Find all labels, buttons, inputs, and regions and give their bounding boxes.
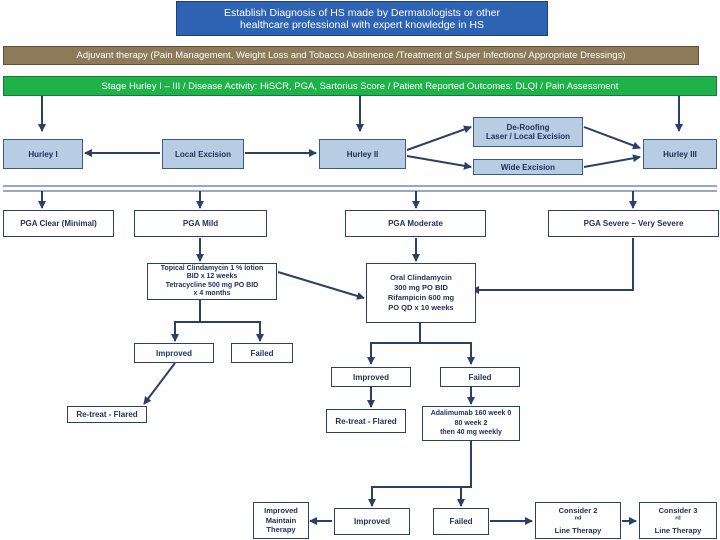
connector-topical-split [171,300,201,342]
left-improved-box: Improved [134,343,214,363]
adalimumab-line-3: then 40 mg weekly [440,429,502,437]
maintain-line-3: Therapy [266,525,296,535]
deroofing-box: De-Roofing Laser / Local Excision [473,117,583,147]
left-failed-box: Failed [231,343,293,363]
arrow-from-wide-excision [583,154,641,168]
topical-treatment-box: Topical Clindamycin 1 % lotion BID x 12 … [147,263,277,300]
adalimumab-line-1: Adalimumab 160 week 0 [430,410,512,418]
mid-improved-box: Improved [331,367,411,387]
hurley-1-box: Hurley I [3,139,83,169]
pga-clear-box: PGA Clear (Minimal) [3,210,114,237]
third-line-line-2: Line Therapy [654,525,702,535]
diagnosis-line-2: healthcare professional with expert know… [240,18,484,31]
staging-bar: Stage Hurley I – III / Disease Activity:… [3,76,717,96]
diagnosis-box: Establish Diagnosis of HS made by Dermat… [176,1,548,36]
third-line-sup: rd [675,515,681,521]
arrow-improved-to-retreat [143,362,176,405]
connector-topical-split [200,321,264,342]
bottom-failed-box: Failed [433,508,489,535]
hurley-2-box: Hurley II [319,139,406,169]
pga-moderate-box: PGA Moderate [345,210,486,237]
topical-line-4: x 4 months [193,290,231,297]
oral-line-4: PO QD x 10 weeks [388,303,454,312]
wide-excision-box: Wide Excision [473,159,583,175]
arrow-topical-to-oral [277,271,365,300]
topical-line-1: Topical Clindamycin 1 % lotion [160,264,264,272]
connector-oral-split [420,342,475,365]
mid-retreat-box: Re-treat - Flared [326,409,406,433]
connector-adalimumab-split [368,441,472,507]
bottom-improved-box: Improved [334,508,410,535]
mid-failed-box: Failed [440,367,520,387]
pga-severe-box: PGA Severe – Very Severe [548,210,719,237]
oral-treatment-box: Oral Clindamycin 300 mg PO BID Rifampici… [366,263,476,323]
connector-adalimumab-split [457,486,471,507]
second-line-text: Consider 2 [558,505,598,515]
left-retreat-box: Re-treat - Flared [67,406,147,423]
arrow-from-deroofing [583,126,641,150]
pga-mild-box: PGA Mild [134,210,267,237]
deroofing-line-1: De-Roofing [506,123,550,132]
oral-line-3: Rifampicin 600 mg [387,293,455,302]
local-excision-box: Local Excision [162,139,244,169]
maintain-line-1: Improved [264,506,298,516]
diagnosis-line-1: Establish Diagnosis of HS made by Dermat… [223,6,501,19]
topical-line-2: BID x 12 weeks [186,273,238,280]
maintain-line-2: Maintain [265,515,297,525]
arrow-to-wide-excision [406,155,472,170]
second-line-sup: nd [574,515,582,521]
adalimumab-line-2: 80 week 2 [454,419,488,427]
connector-oral-split [367,323,421,365]
second-line-line-2: Line Therapy [554,525,602,535]
oral-line-2: 300 mg PO BID [394,283,448,292]
arrow-severe-to-oral [471,238,634,294]
adjuvant-therapy-bar: Adjuvant therapy (Pain Management, Weigh… [3,46,699,65]
adalimumab-box: Adalimumab 160 week 0 80 week 2 then 40 … [422,406,520,441]
topical-line-3: Tetracycline 500 mg PO BID [165,281,259,289]
third-line-text: Consider 3 [658,505,698,515]
maintain-therapy-box: Improved Maintain Therapy [253,502,309,539]
deroofing-line-2: Laser / Local Excision [485,132,571,141]
arrow-to-deroofing [406,125,472,151]
hurley-3-box: Hurley III [643,139,717,169]
oral-line-1: Oral Clindamycin [390,273,452,282]
